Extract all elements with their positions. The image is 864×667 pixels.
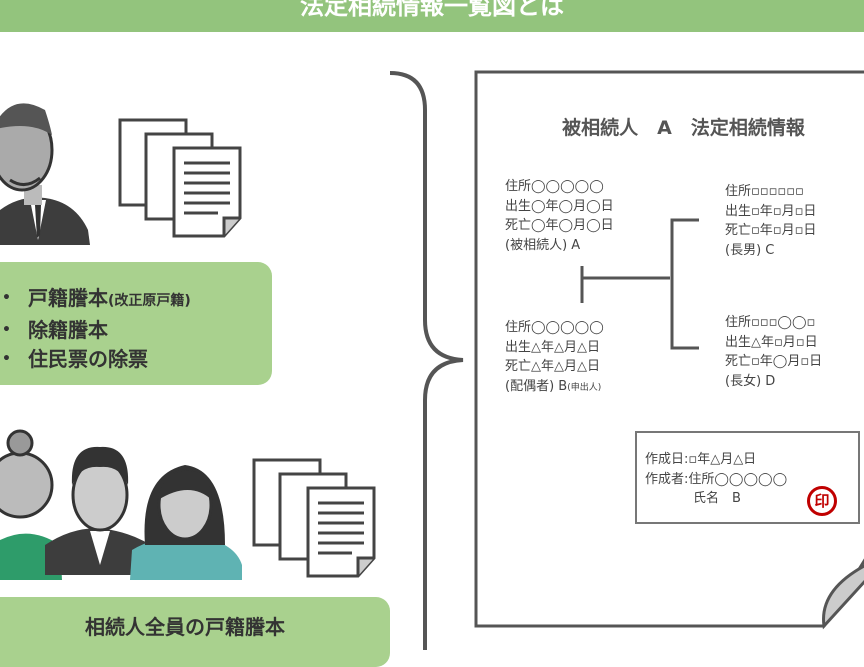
header-banner: 法定相続情報一覧図とは xyxy=(0,0,864,32)
child-c-info: 住所▫▫▫▫▫▫出生▫年▫月▫日死亡▫年▫月▫日(長男) C xyxy=(725,184,817,258)
creator-info: 作成日:▫年△月△日 作成者:住所◯◯◯◯◯ 氏名 B xyxy=(645,452,788,506)
deceased-person-illustration xyxy=(0,103,90,245)
deceased-documents-list: 戸籍謄本(改正原戸籍) 除籍謄本 住民票の除票 xyxy=(2,284,191,374)
page-title: 法定相続情報一覧図とは xyxy=(300,0,564,20)
list-item: 住民票の除票 xyxy=(2,345,191,374)
document-stack-icon xyxy=(118,118,242,238)
child-d-info: 住所▫▫▫◯◯▫出生△年▫月▫日死亡▫年◯月▫日(長女) D xyxy=(725,315,823,389)
list-item: 除籍謄本 xyxy=(2,316,191,345)
document-title: 被相続人 A 法定相続情報 xyxy=(562,117,805,139)
deceased-info: 住所◯◯◯◯◯出生◯年◯月◯日死亡◯年◯月◯日(被相続人) A xyxy=(505,179,614,253)
heirs-documents-label: 相続人全員の戸籍謄本 xyxy=(85,615,285,639)
heirs-illustration xyxy=(0,429,242,580)
document-stack-icon xyxy=(252,458,376,578)
seal-stamp: 印 xyxy=(807,486,837,516)
spouse-info: 住所◯◯◯◯◯出生△年△月△日死亡△年△月△日(配偶者) B(申出人) xyxy=(505,320,604,394)
curly-brace xyxy=(389,71,464,650)
list-item: 戸籍謄本(改正原戸籍) xyxy=(2,284,191,316)
